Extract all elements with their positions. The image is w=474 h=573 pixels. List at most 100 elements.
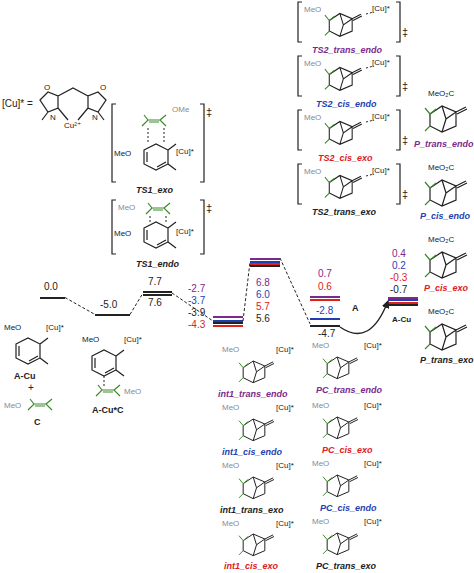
structure-label: [Cu]* <box>364 340 382 352</box>
structure-label: MeO <box>312 340 329 352</box>
ts2-structures <box>298 2 400 204</box>
energy-level: 6.86.05.75.6 <box>250 257 280 267</box>
structure-label: MeO <box>304 58 321 70</box>
reaction-arrow <box>340 301 388 333</box>
structure-label: + <box>28 382 34 394</box>
energy-value: -3.7 <box>188 295 205 307</box>
energy-value: 7.7 <box>148 276 162 288</box>
species-name: int1_trans_exo <box>220 504 284 516</box>
level-bar <box>310 296 340 298</box>
structure-part <box>325 175 362 198</box>
structure-label: MeO₂C <box>428 162 454 174</box>
species-name: int1_cis_endo <box>222 446 282 458</box>
structure-part <box>323 475 358 497</box>
structure-label: MeO <box>4 322 21 334</box>
structure-part <box>323 417 358 439</box>
structure-part <box>239 361 274 383</box>
energy-value: -3.9 <box>188 307 205 319</box>
structure-label: N <box>92 112 98 124</box>
structure-part <box>150 216 166 222</box>
structure-label: [Cu]* <box>364 516 382 528</box>
level-bar <box>95 314 130 316</box>
energy-value: -0.7 <box>390 284 407 296</box>
structure-label: [Cu]* <box>364 400 382 412</box>
structure-label: ‡ <box>402 134 408 146</box>
species-name: TS1_exo <box>136 184 173 196</box>
structure-part <box>323 533 358 555</box>
energy-value: -4.3 <box>188 319 205 331</box>
level-bar <box>143 291 172 293</box>
structure-part <box>298 2 400 204</box>
energy-level: 0.0 <box>40 296 65 299</box>
structure-label: MeO <box>304 166 321 178</box>
structure-part <box>28 399 52 410</box>
structure-part <box>325 121 362 144</box>
structure-label: C <box>34 416 41 428</box>
species-name: PC_cis_endo <box>320 502 377 514</box>
species-name: P_trans_endo <box>414 138 474 150</box>
level-bar <box>143 294 172 296</box>
structure-label: MeO <box>312 458 329 470</box>
structure-label: ‡ <box>206 202 212 214</box>
structure-label: O <box>100 82 106 94</box>
structure-part <box>96 385 120 396</box>
level-bar <box>388 299 418 301</box>
species-name: int1_trans_endo <box>218 388 288 400</box>
level-bar <box>250 265 280 267</box>
structure-label: MeO <box>222 344 239 356</box>
structure-label: Cu²⁺ <box>64 120 81 132</box>
structure-label: A-Cu <box>392 314 411 326</box>
structure-label: ‡ <box>206 106 212 118</box>
structure-part <box>325 67 362 90</box>
energy-level: -5.0 <box>95 313 130 316</box>
structure-label: [Cu]* <box>176 146 194 158</box>
structure-label: MeO <box>82 334 99 346</box>
structure-label: MeO <box>114 228 131 240</box>
dashed-connector <box>243 262 250 321</box>
structure-label: MeO <box>222 402 239 414</box>
structure-label: MeO <box>124 386 141 398</box>
structure-label: [Cu]* = <box>2 98 33 110</box>
energy-value: 0.0 <box>44 281 58 293</box>
structure-label: ‡ <box>402 26 408 38</box>
level-bar <box>213 316 243 318</box>
dashed-connector <box>65 298 95 315</box>
species-name: TS2_trans_exo <box>312 206 376 218</box>
structure-label: MeO <box>304 112 321 124</box>
structure-label: OMe <box>172 104 189 116</box>
species-name: TS2_cis_exo <box>318 152 373 164</box>
structure-label: N <box>50 112 56 124</box>
structure-label: [Cu]* <box>372 57 390 69</box>
structure-label: [Cu]* <box>276 518 294 530</box>
structure-part <box>239 419 274 441</box>
structure-label: [Cu]* <box>364 458 382 470</box>
structure-part <box>112 104 204 254</box>
ts1-structures <box>112 104 204 254</box>
structure-label: MeO <box>222 460 239 472</box>
structure-part <box>146 203 170 214</box>
structure-label: [Cu]* <box>372 3 390 15</box>
structure-label: [Cu]* <box>176 226 194 238</box>
structure-label: [Cu]* <box>276 460 294 472</box>
structure-label: MeO <box>4 400 21 412</box>
structure-part <box>104 376 105 388</box>
dashed-connector <box>280 258 310 324</box>
dashed-connector <box>172 293 213 321</box>
species-name: TS2_cis_endo <box>316 98 377 110</box>
structure-label: MeO <box>114 148 131 160</box>
structure-label: MeO <box>312 400 329 412</box>
structure-label: MeO <box>312 516 329 528</box>
structure-part <box>425 324 467 350</box>
energy-level: 0.40.2-0.3-0.7 <box>388 296 418 306</box>
structure-label: MeO <box>304 4 321 16</box>
species-name: PC_cis_exo <box>322 444 373 456</box>
structure-part <box>425 252 467 278</box>
energy-value: 0.6 <box>318 281 332 293</box>
species-name: P_cis_exo <box>424 282 468 294</box>
structure-part <box>239 534 274 556</box>
structure-part <box>425 106 467 132</box>
energy-value: 0.7 <box>318 268 332 280</box>
structure-part <box>16 338 48 364</box>
species-name: P_cis_endo <box>420 210 470 222</box>
